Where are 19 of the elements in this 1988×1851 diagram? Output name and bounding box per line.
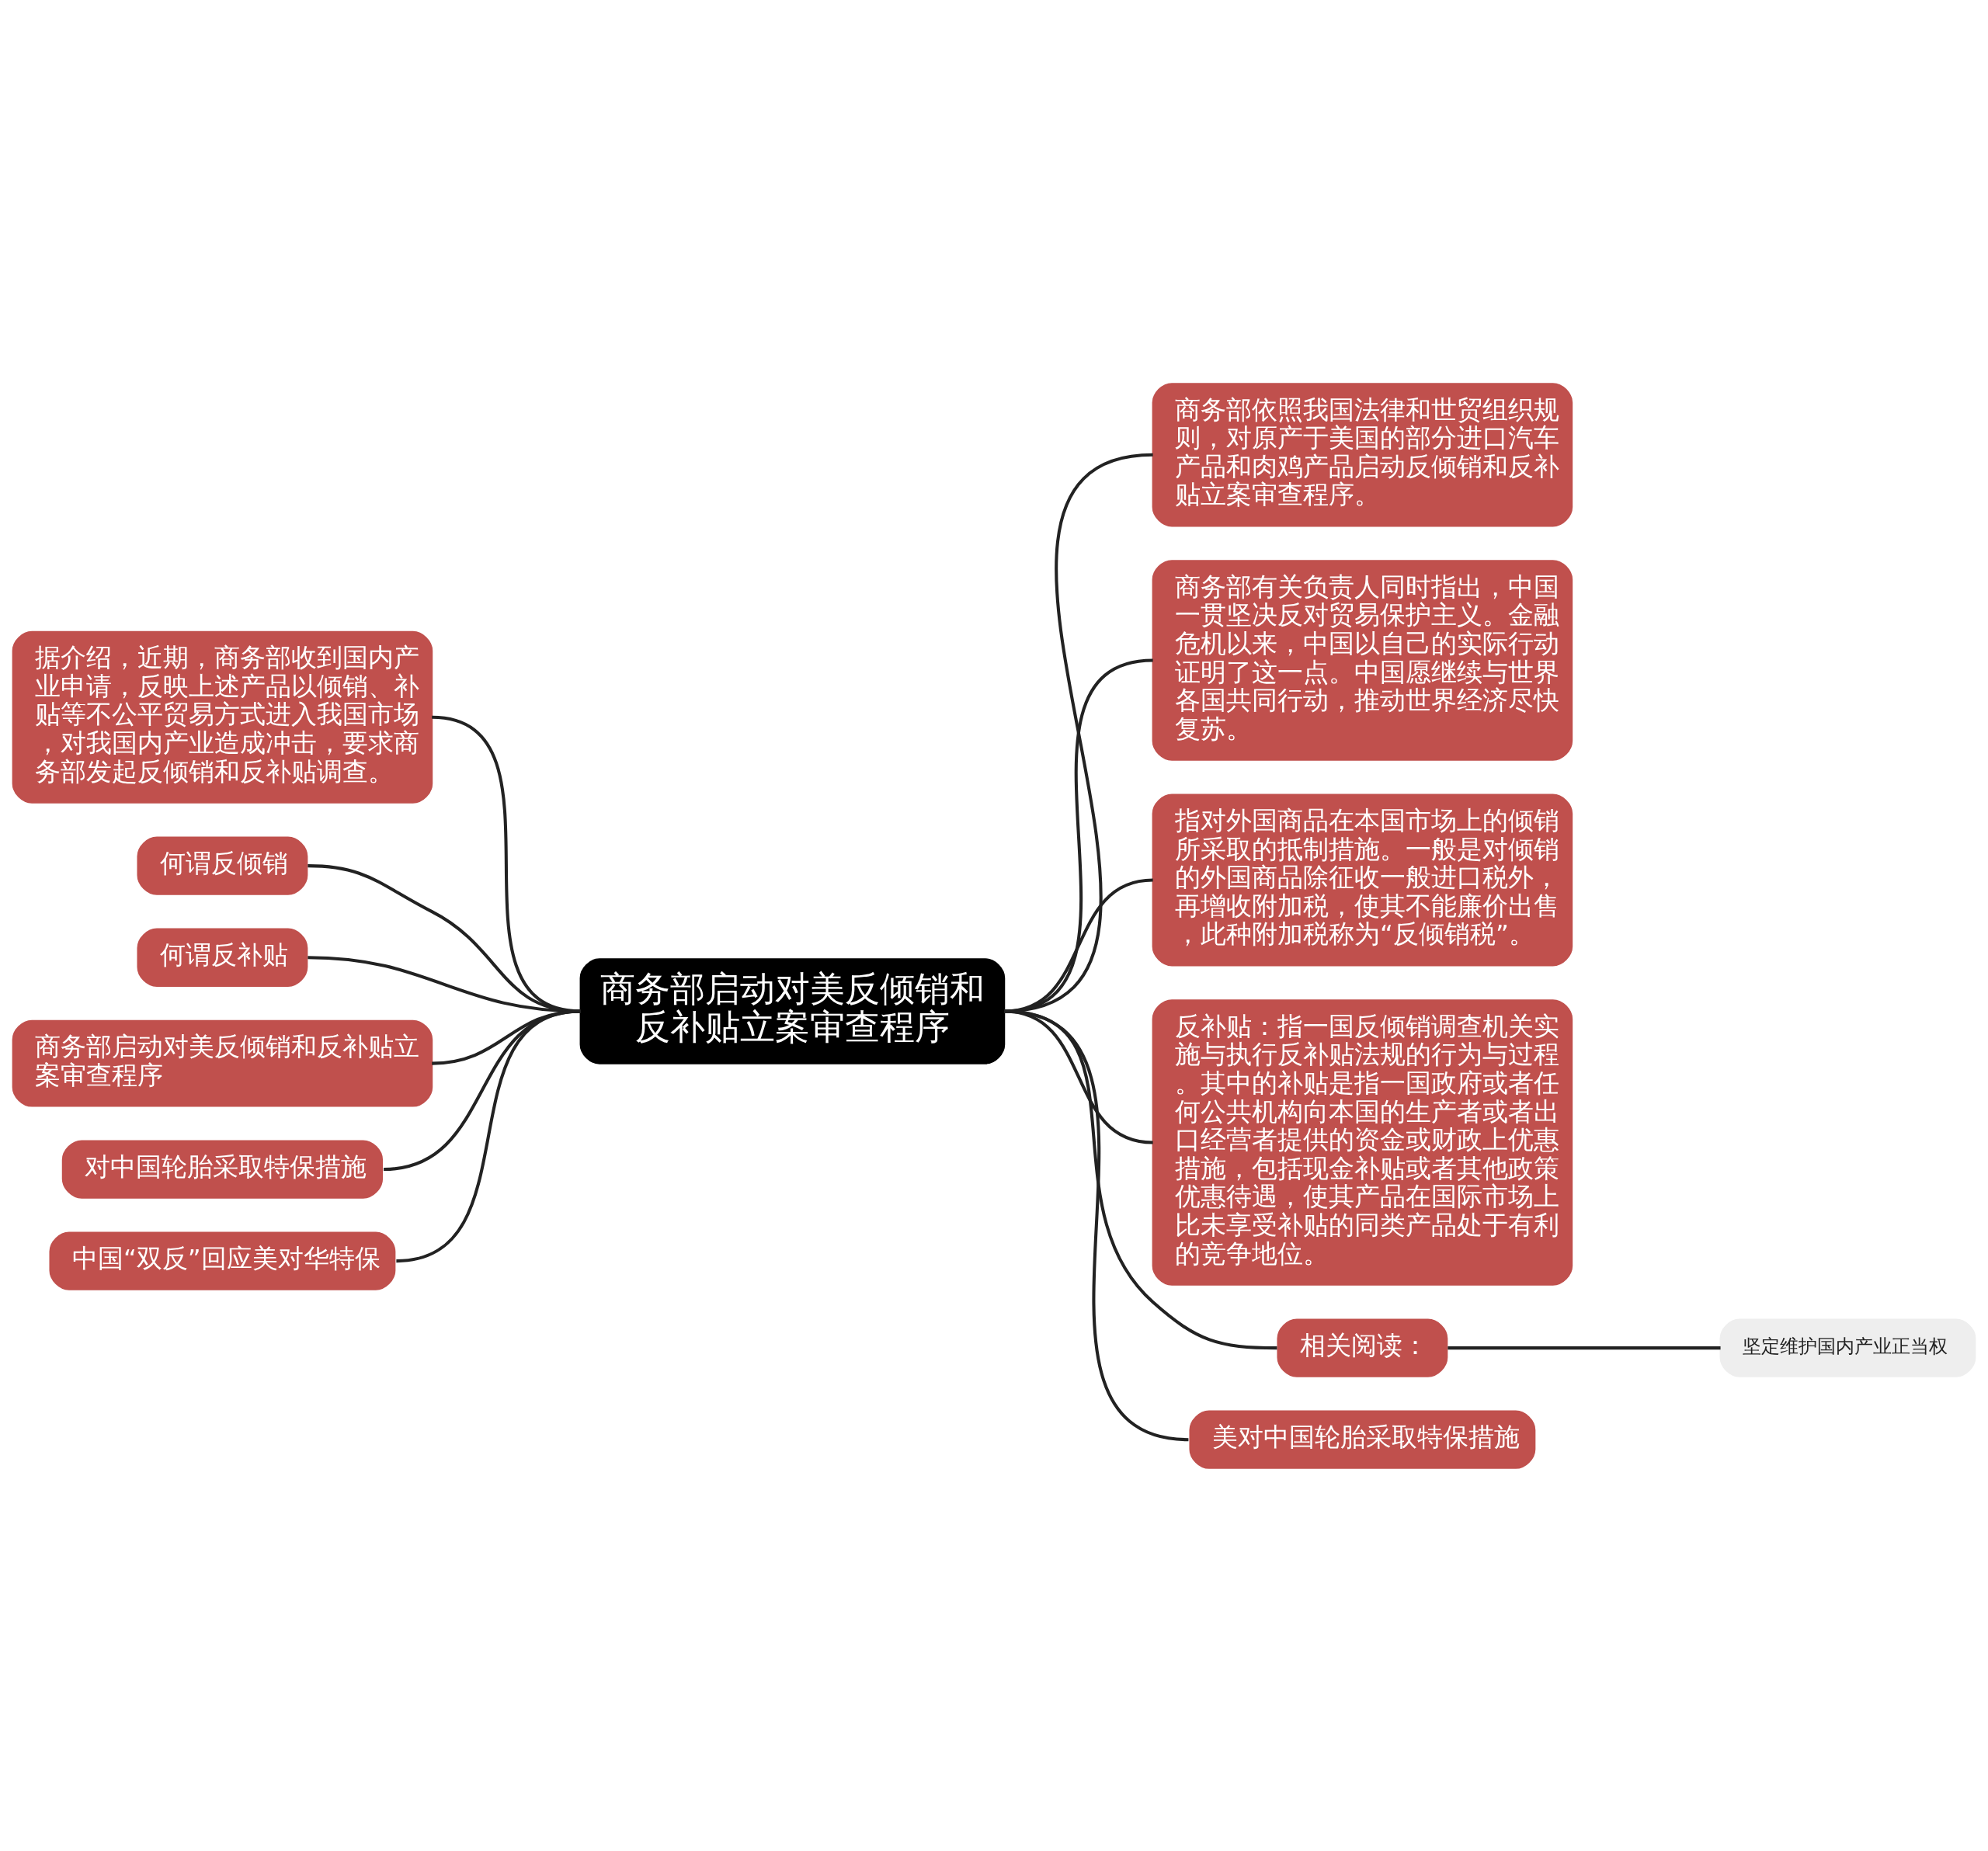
connector	[383, 1009, 581, 1171]
node-box: 商务部依照我国法律和世贸组织规则，对原产于美国的部分进口汽车产品和肉鸡产品启动反倾销和反补贴立案审查程序。	[1152, 382, 1573, 526]
node-box: 商务部有关负责人同时指出，中国一贯坚决反对贸易保护主义。金融危机以来，中国以自己的实际行动证明了这一点。中国愿继续与世界各国共同行动，推动世界经济尽快复苏。	[1152, 559, 1573, 761]
node-box: 中国“双反”回应美对华特保	[49, 1231, 396, 1290]
connector	[396, 1009, 581, 1262]
node-box: 美对中国轮胎采取特保措施	[1189, 1410, 1536, 1469]
node-box: 何谓反倾销	[137, 835, 308, 895]
connector	[1448, 1346, 1721, 1349]
node-box: 相关阅读：	[1277, 1318, 1448, 1377]
node-box: 指对外国商品在本国市场上的倾销所采取的抵制措施。一般是对倾销的外国商品除征收一般进口税外，再增收附加税，使其不能廉价出售，此种附加税称为“反倾销税”。	[1152, 794, 1573, 966]
node-box: 何谓反补贴	[137, 928, 308, 987]
node-box: 商务部启动对美反倾销和反补贴立案审查程序	[579, 957, 1006, 1064]
node-box: 商务部启动对美反倾销和反补贴立案审查程序	[12, 1019, 433, 1107]
node-box: 据介绍，近期，商务部收到国内产业申请，反映上述产品以倾销、补贴等不公平贸易方式进入我国市场，对我国内产业造成冲击，要求商务部发起反倾销和反补贴调查。	[12, 630, 433, 804]
connector	[1003, 1009, 1189, 1441]
node-box: 反补贴：指一国反倾销调查机关实施与执行反补贴法规的行为与过程。其中的补贴是指一国政府或者任何公共机构向本国的生产者或者出口经营者提供的资金或财政上优惠措施，包括现金补贴或者其他政策优惠待遇，使其产品在国际市场上比未享受补贴的同类产品处于有利的竞争地位。	[1152, 998, 1573, 1286]
node-box: 对中国轮胎采取特保措施	[61, 1139, 384, 1199]
connector	[1004, 1009, 1277, 1349]
node-box: 坚定维护国内产业正当权	[1719, 1318, 1976, 1377]
